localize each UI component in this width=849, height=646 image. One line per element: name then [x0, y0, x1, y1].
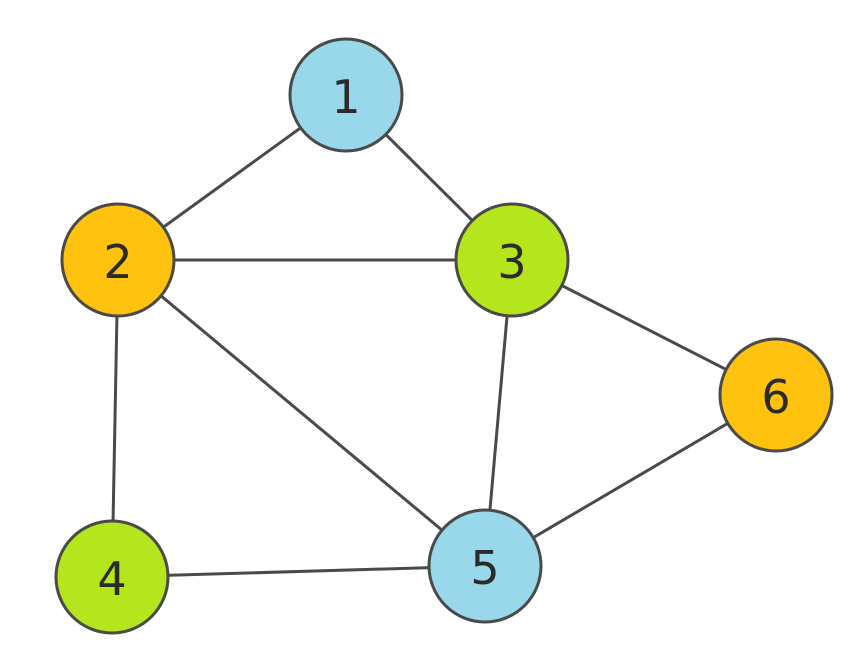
node-circle	[60, 202, 176, 318]
node-label: 6	[761, 370, 790, 424]
node-label: 3	[497, 235, 526, 289]
node-circle	[288, 37, 404, 153]
node-label: 1	[331, 70, 360, 124]
node-label: 2	[103, 235, 132, 289]
node-circle	[718, 337, 834, 453]
edge-4-5	[110, 564, 487, 579]
node-2: 2	[60, 202, 176, 318]
node-circle	[427, 508, 543, 624]
node-1: 1	[288, 37, 404, 153]
node-3: 3	[454, 202, 570, 318]
node-label: 4	[97, 552, 126, 606]
edge-2-5	[116, 258, 487, 568]
node-5: 5	[427, 508, 543, 624]
node-circle	[54, 519, 170, 635]
node-4: 4	[54, 519, 170, 635]
node-circle	[454, 202, 570, 318]
nodes-layer: 1 2 3 4 5 6	[54, 37, 834, 635]
node-6: 6	[718, 337, 834, 453]
node-label: 5	[470, 541, 499, 595]
edges-layer	[110, 93, 778, 579]
